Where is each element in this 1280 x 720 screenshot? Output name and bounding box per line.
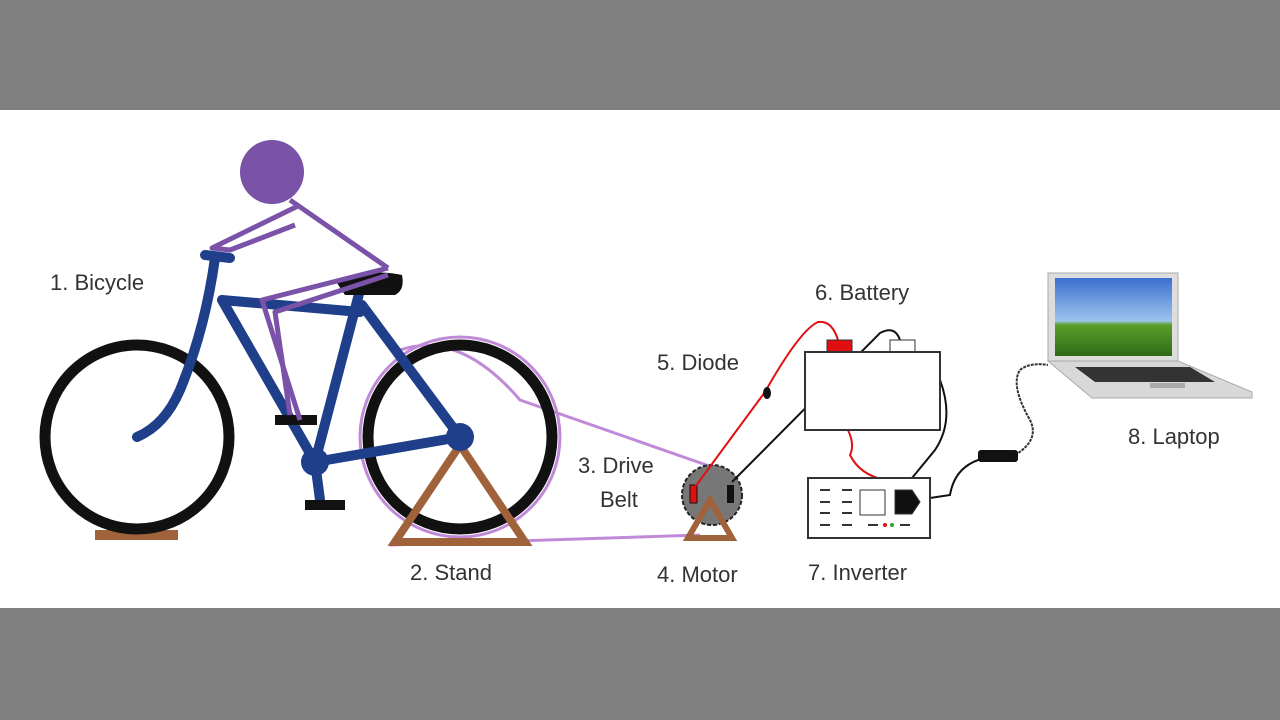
wires [694, 320, 1049, 499]
motor [681, 464, 743, 541]
label-bicycle: 1. Bicycle [50, 270, 144, 295]
diode-component [763, 387, 771, 399]
label-drive-belt-2: Belt [600, 487, 638, 512]
front-wheel [39, 339, 235, 535]
label-battery: 6. Battery [815, 280, 909, 305]
bottom-band [0, 608, 1280, 720]
power-adapter [978, 450, 1018, 462]
wheel-block [95, 530, 178, 540]
label-diode: 5. Diode [657, 350, 739, 375]
label-laptop: 8. Laptop [1128, 424, 1220, 449]
rear-hub [446, 423, 474, 451]
label-stand: 2. Stand [410, 560, 492, 585]
rider [209, 140, 390, 421]
battery [804, 339, 941, 431]
top-band [0, 0, 1280, 110]
laptop [1046, 272, 1253, 399]
inverter [807, 477, 931, 539]
rear-wheel [362, 339, 558, 535]
label-motor: 4. Motor [657, 562, 738, 587]
stand [387, 437, 533, 546]
label-drive-belt-1: 3. Drive [578, 453, 654, 478]
label-inverter: 7. Inverter [808, 560, 907, 585]
pedal-lower [305, 500, 345, 510]
pedal-upper [275, 415, 317, 425]
crank [301, 448, 329, 476]
